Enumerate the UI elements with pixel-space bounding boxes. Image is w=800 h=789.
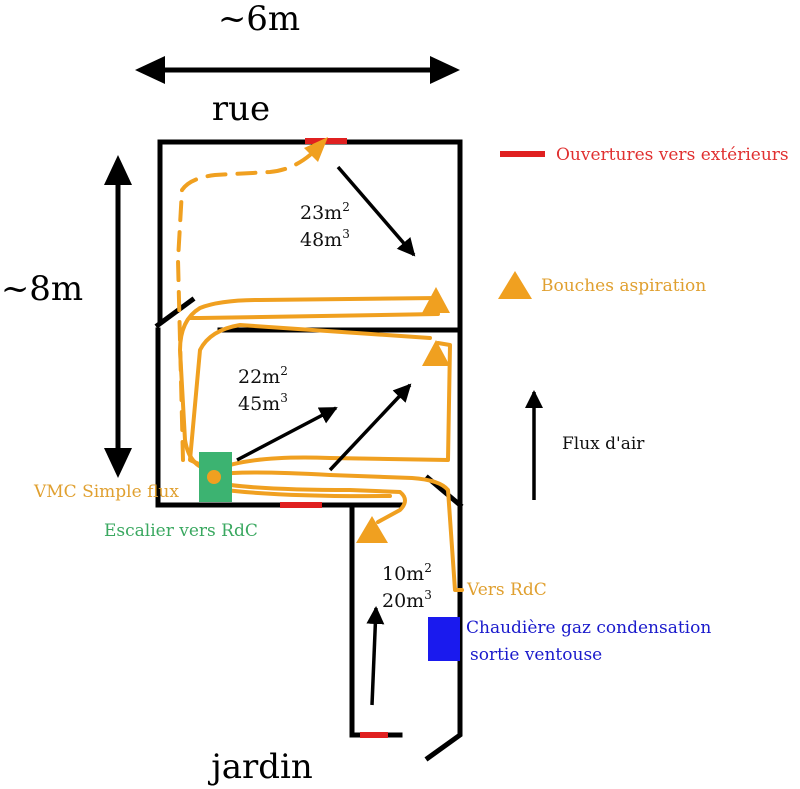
intake-triangle-upper [422,287,450,313]
boiler-label-line2: sortie ventouse [470,645,602,665]
svg-text:23m2: 23m2 [300,200,350,224]
width-arrow-right-head [430,56,460,84]
height-arrow-top-head [104,155,132,185]
height-arrow-bottom-head [104,448,132,478]
boiler-unit [428,617,460,661]
duct-lower-room [210,480,407,524]
height-dimension-label: ~8m [1,269,83,309]
arrow-upper-room [336,165,416,257]
duct-dashed-to-street [176,153,312,462]
room-middle-area: 22m [238,366,280,388]
room-middle-volume: 45m [238,393,280,415]
vmc-hub [207,470,221,484]
svg-text:48m3: 48m3 [300,227,350,251]
room-lower-label: 10m2 20m3 [382,561,432,612]
width-dimension-label: ~6m [218,0,300,39]
duct-to-vers-rdc [213,470,464,592]
room-lower-volume: 20m [382,590,424,612]
garden-label: jardin [207,747,313,787]
intake-triangle-middle [422,340,450,366]
intake-arrow-street [304,137,328,162]
room-lower-area: 10m [382,563,424,585]
room-middle-label: 22m2 45m3 [238,364,288,415]
svg-text:22m2: 22m2 [238,364,288,388]
width-arrow-left-head [135,56,165,84]
arrow-middle-room-1 [236,406,338,462]
legend-intakes-label: Bouches aspiration [541,276,706,296]
street-label: rue [212,89,270,129]
duct-loop-1 [188,312,440,320]
legend: Ouvertures vers extérieurs Bouches aspir… [498,145,789,454]
legend-airflow-label: Flux d'air [562,434,645,454]
duct-upper-room [178,296,440,472]
duct-middle-room [188,323,432,472]
legend-openings-label: Ouvertures vers extérieurs [556,145,789,165]
to-ground-floor-label: Vers RdC [466,580,547,600]
arrow-middle-room-2 [328,383,412,472]
intake-markers [304,137,450,543]
room-upper-volume: 48m [300,229,342,251]
svg-text:45m3: 45m3 [238,391,288,415]
room-upper-label: 23m2 48m3 [300,200,350,251]
arrow-lower-room [366,606,385,706]
room-upper-area: 23m [300,202,342,224]
svg-text:20m3: 20m3 [382,588,432,612]
vmc-label: VMC Simple flux [33,482,179,502]
svg-text:10m2: 10m2 [382,561,432,585]
legend-intake-swatch [498,271,532,299]
boiler-label-line1: Chaudière gaz condensation [466,618,711,638]
stairs-label: Escalier vers RdC [104,521,258,541]
intake-triangle-lower [356,516,388,543]
airflow-arrows [236,165,543,706]
